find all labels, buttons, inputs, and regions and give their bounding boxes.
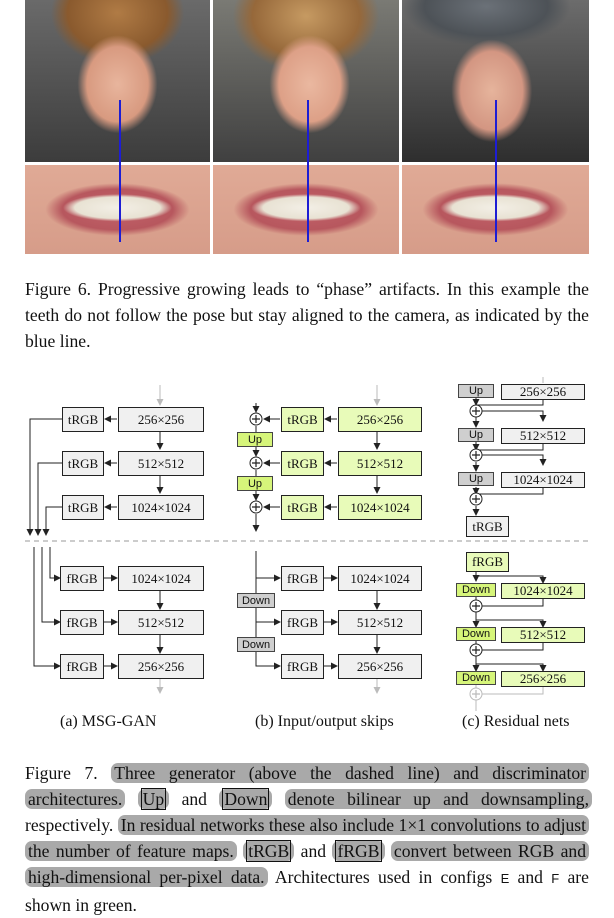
blue-alignment-line-3	[495, 100, 497, 242]
figure6-caption: Figure 6. Progressive growing leads to “…	[25, 279, 589, 351]
b-frgb-512: fRGB	[281, 610, 324, 635]
a-trgb-512: tRGB	[62, 451, 104, 476]
c-gen-256: 256×256	[501, 384, 585, 400]
b-up-tag-1: Up	[237, 432, 273, 447]
caption-highlight-2: denote bilinear up and downsampling,	[284, 789, 592, 809]
a-frgb-1024: fRGB	[60, 566, 104, 591]
b-trgb-256: tRGB	[281, 407, 324, 432]
b-trgb-1024: tRGB	[281, 495, 324, 520]
b-frgb-256: fRGB	[281, 654, 324, 679]
c-down-tag-1: Down	[456, 583, 496, 597]
c-up-tag-2: Up	[458, 428, 494, 442]
b-gen-512: 512×512	[338, 451, 422, 476]
caption-tail-a: Architectures used in configs	[274, 867, 493, 887]
caption-up-term: Up	[137, 788, 170, 810]
a-trgb-1024: tRGB	[62, 495, 104, 520]
diagram-wires	[25, 377, 589, 711]
b-up-tag-2: Up	[237, 476, 273, 491]
blue-alignment-line-2	[307, 100, 309, 242]
figure7-diagram: tRGB 256×256 tRGB 512×512 tRGB 1024×1024…	[0, 375, 614, 735]
b-down-tag-1: Down	[237, 593, 275, 608]
caption-frgb-term: fRGB	[332, 840, 385, 862]
figure6-image-grid	[25, 0, 589, 254]
b-disc-1024: 1024×1024	[338, 566, 422, 591]
a-trgb-256: tRGB	[62, 407, 104, 432]
caption-config-e: E	[500, 871, 510, 886]
c-down-tag-2: Down	[456, 627, 496, 641]
a-gen-512: 512×512	[118, 451, 204, 476]
b-trgb-512: tRGB	[281, 451, 324, 476]
a-frgb-256: fRGB	[60, 654, 104, 679]
caption-tail-and: and	[517, 867, 543, 887]
c-gen-1024: 1024×1024	[501, 472, 585, 488]
b-gen-256: 256×256	[338, 407, 422, 432]
a-gen-1024: 1024×1024	[118, 495, 204, 520]
b-frgb-1024: fRGB	[281, 566, 324, 591]
a-gen-256: 256×256	[118, 407, 204, 432]
caption-config-f: F	[551, 871, 560, 886]
caption-and-2: and	[300, 841, 327, 861]
caption-prefix: Figure 7.	[25, 763, 98, 783]
caption-down-term: Down	[219, 788, 273, 810]
caption-up-box: Up	[140, 788, 167, 810]
b-down-tag-2: Down	[237, 637, 275, 652]
c-disc-512: 512×512	[501, 627, 585, 643]
caption-frgb-box: fRGB	[335, 840, 382, 862]
b-disc-256: 256×256	[338, 654, 422, 679]
face-photo-2	[213, 0, 399, 162]
panel-b-label: (b) Input/output skips	[255, 713, 394, 730]
caption-down-box: Down	[222, 788, 270, 810]
b-gen-1024: 1024×1024	[338, 495, 422, 520]
caption-tail-b: are shown in green.	[25, 867, 589, 915]
c-disc-256: 256×256	[501, 671, 585, 687]
c-up-tag-3: Up	[458, 472, 494, 486]
mouth-crop-1	[25, 165, 210, 254]
c-frgb: fRGB	[466, 552, 509, 572]
blue-alignment-line-1	[119, 100, 121, 242]
a-frgb-512: fRGB	[60, 610, 104, 635]
mouth-crop-2	[213, 165, 399, 254]
caption-trgb-box: tRGB	[246, 840, 292, 862]
caption-and-1: and	[181, 789, 207, 809]
c-up-tag-1: Up	[458, 384, 494, 398]
face-photo-1	[25, 0, 210, 162]
caption-respectively: respectively.	[25, 815, 114, 835]
a-disc-256: 256×256	[118, 654, 204, 679]
figure7-caption: Figure 7. Three generator (above the das…	[25, 760, 592, 918]
panel-c-label: (c) Residual nets	[462, 713, 570, 730]
c-disc-1024: 1024×1024	[501, 583, 585, 599]
a-disc-1024: 1024×1024	[118, 566, 204, 591]
panel-a-label: (a) MSG-GAN	[60, 713, 157, 730]
c-gen-512: 512×512	[501, 428, 585, 444]
a-disc-512: 512×512	[118, 610, 204, 635]
c-down-tag-3: Down	[456, 671, 496, 685]
caption-trgb-term: tRGB	[243, 840, 295, 862]
c-trgb: tRGB	[466, 516, 509, 537]
b-disc-512: 512×512	[338, 610, 422, 635]
